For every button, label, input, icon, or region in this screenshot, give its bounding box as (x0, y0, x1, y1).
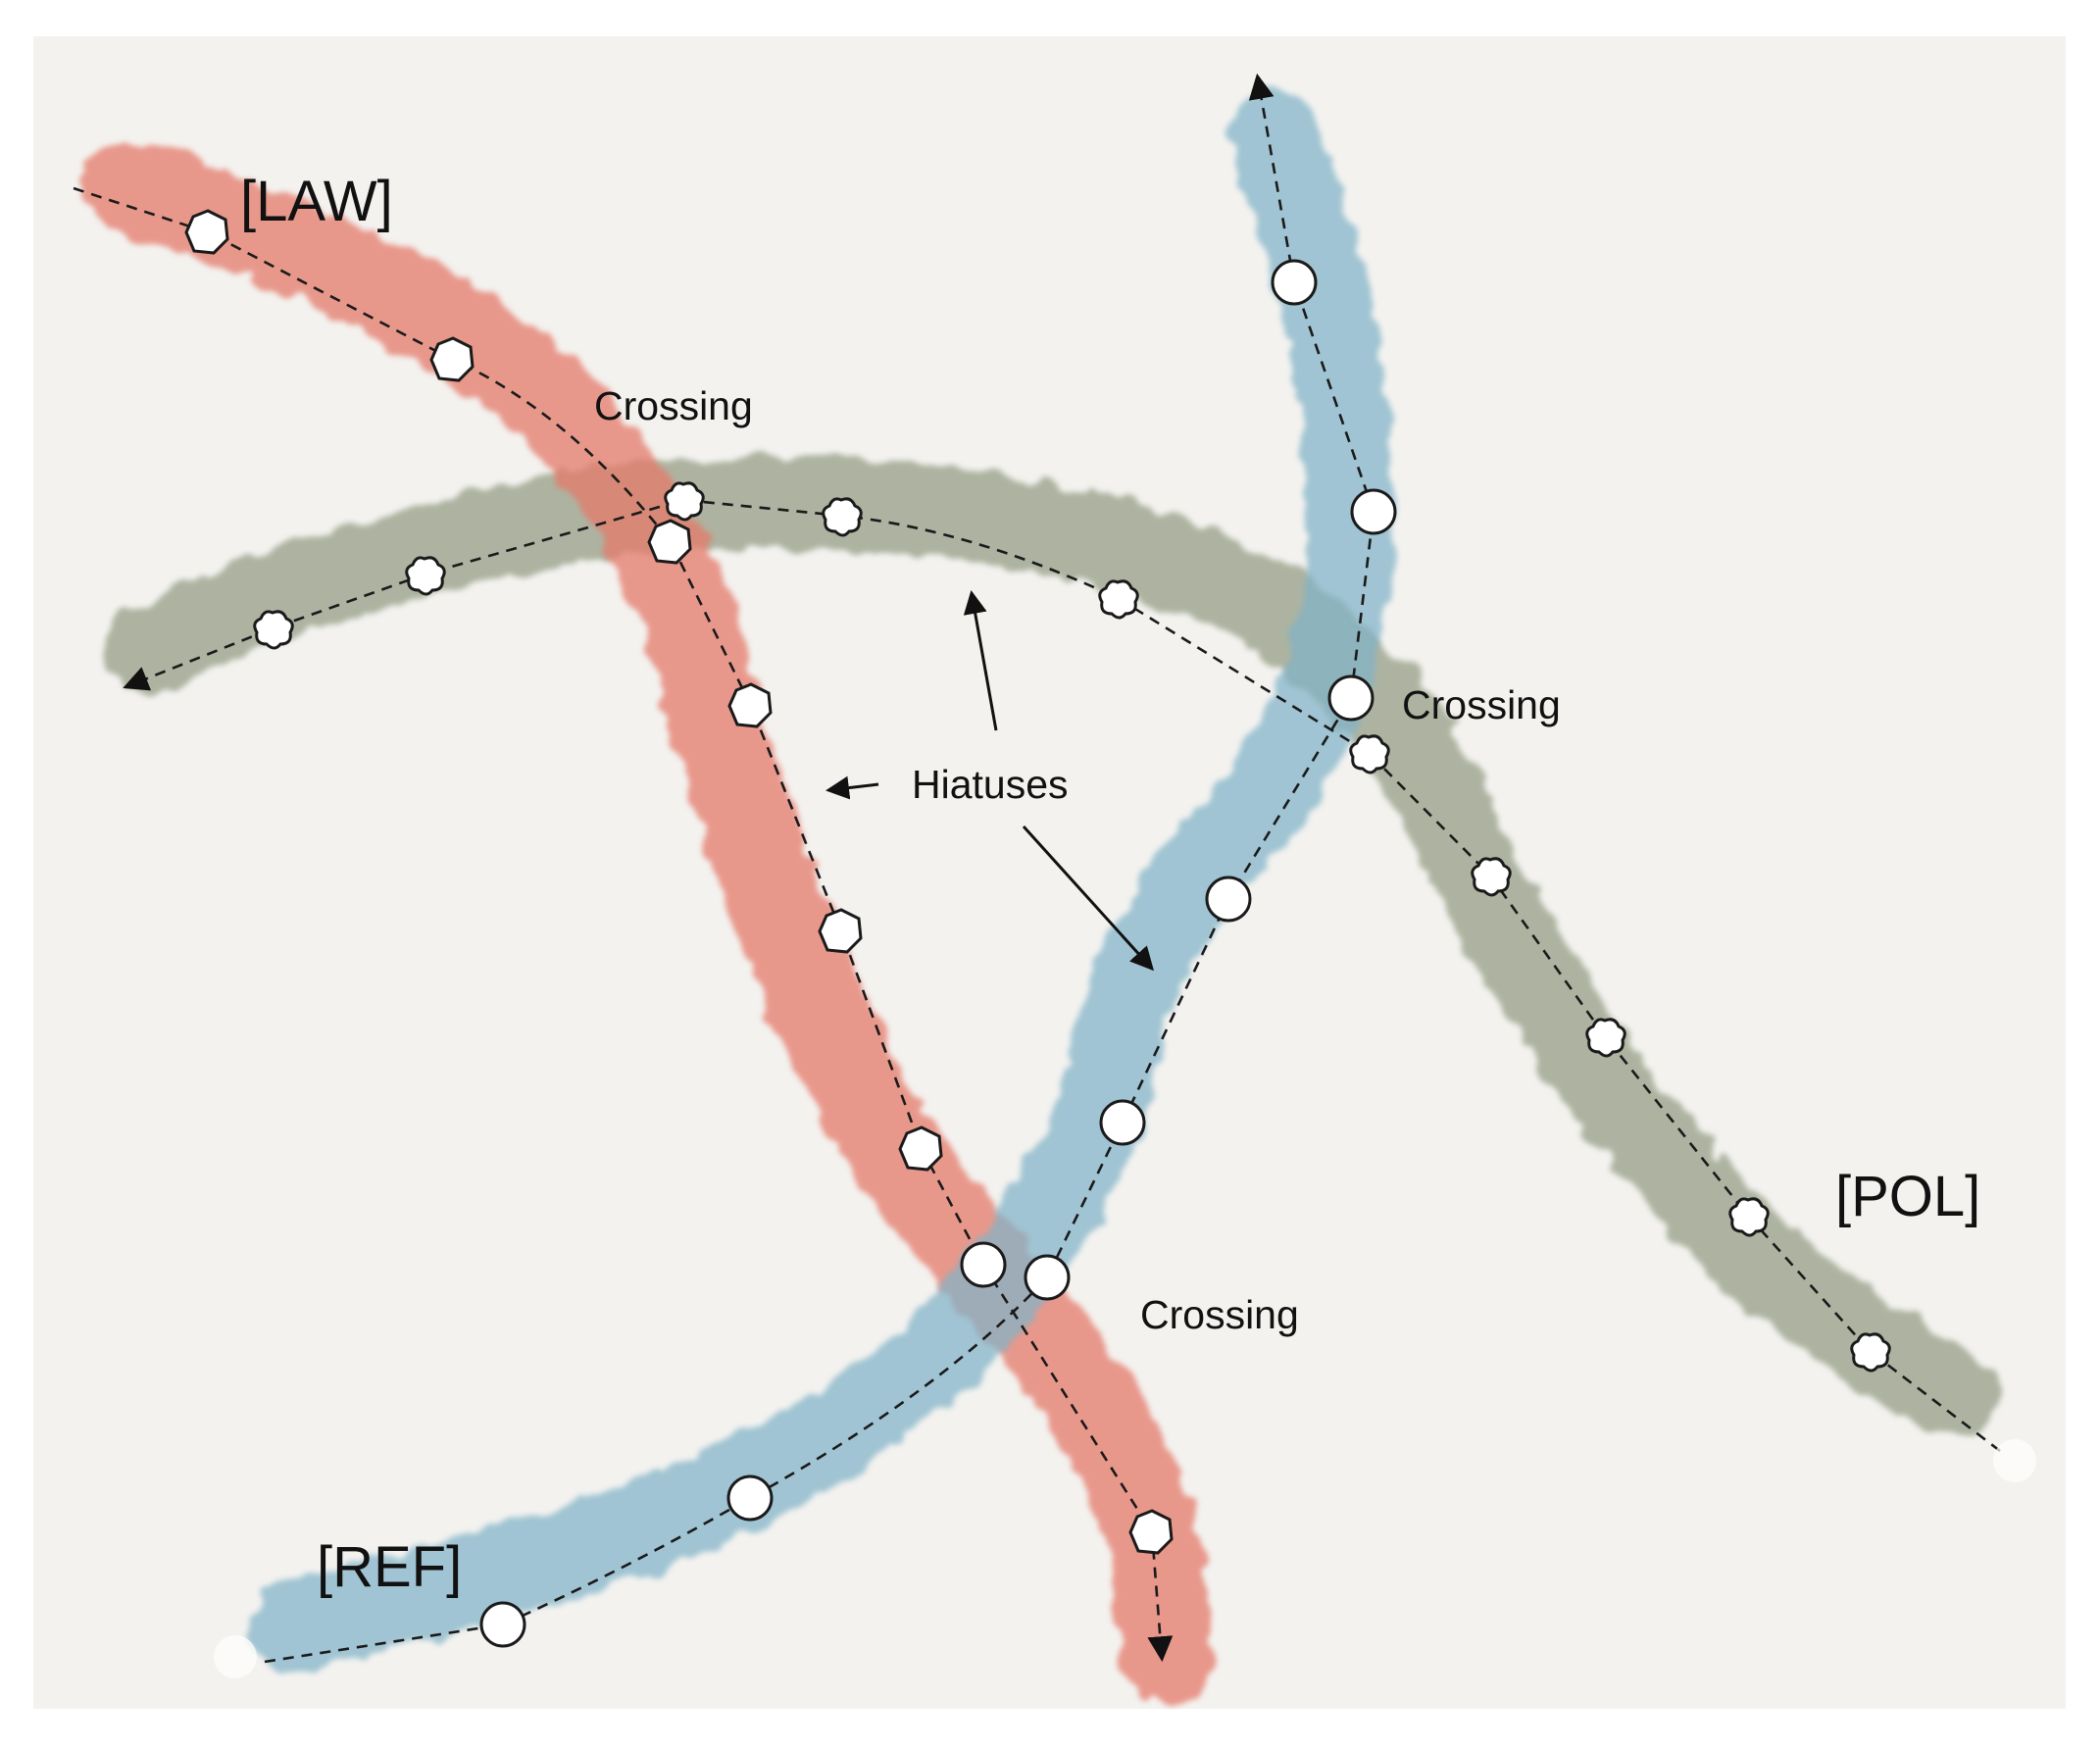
pol-node (253, 610, 294, 650)
pol-node (1098, 579, 1139, 620)
pol-node (822, 497, 863, 537)
pol-node (664, 481, 705, 522)
crossing-label-bottom: Crossing (1140, 1292, 1299, 1337)
ref-band (249, 92, 1395, 1673)
law-node (898, 1125, 943, 1172)
pol-label: [POL] (1835, 1165, 1980, 1228)
pol-node (1850, 1332, 1891, 1373)
law-node (429, 336, 475, 382)
hiatus-arrow-down (1022, 825, 1155, 972)
law-node (647, 519, 692, 565)
law-band (80, 139, 1214, 1704)
law-label: [LAW] (240, 170, 393, 233)
law-node (184, 209, 229, 255)
ref-node (1024, 1254, 1071, 1301)
ref-node (479, 1601, 526, 1648)
ref-start-marker (214, 1635, 257, 1678)
pol-node (1471, 857, 1512, 897)
pol-node (405, 556, 446, 596)
law-node (1128, 1509, 1174, 1555)
law-node (960, 1241, 1007, 1288)
ref-node (1205, 875, 1252, 923)
hiatus-arrow-up (963, 590, 998, 731)
ref-node (1271, 259, 1318, 306)
hiatuses-label: Hiatuses (912, 762, 1069, 807)
pol-node (1349, 734, 1390, 775)
ref-label: [REF] (317, 1535, 462, 1599)
law-node (727, 682, 773, 728)
ref-node (726, 1474, 774, 1522)
ref-node (1099, 1099, 1146, 1146)
ref-node (1350, 488, 1397, 535)
pol-node (1728, 1197, 1770, 1237)
law-node (818, 908, 863, 954)
ref-node (1327, 675, 1375, 722)
crossing-label-top: Crossing (594, 383, 753, 428)
crossing-label-right: Crossing (1402, 682, 1561, 727)
pol-start-marker (1993, 1439, 2036, 1482)
ref-trajectory (264, 73, 1375, 1664)
hiatus-arrow-left (825, 775, 879, 800)
law-trajectory (73, 186, 1174, 1663)
pol-node (1585, 1018, 1626, 1058)
